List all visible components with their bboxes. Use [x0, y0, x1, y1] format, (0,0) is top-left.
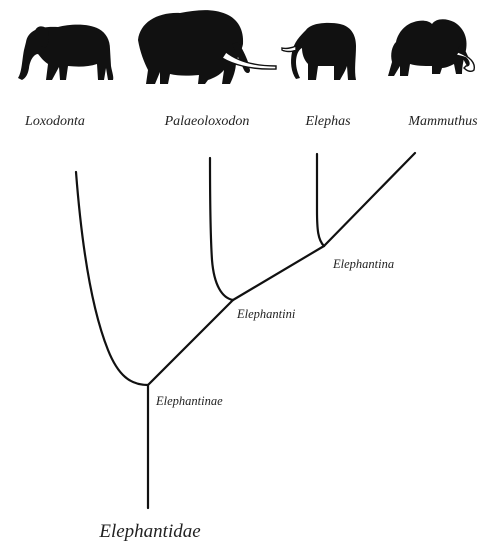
- tip-label-elephas: Elephas: [304, 114, 351, 129]
- branch-elephas: [317, 154, 324, 246]
- branch-elephantinae-to-elephantini: [148, 300, 233, 385]
- tip-label-palaeoloxodon: Palaeoloxodon: [164, 114, 250, 129]
- node-label-elephantinae: Elephantinae: [155, 394, 223, 408]
- african-elephant-icon: [18, 25, 113, 80]
- branch-palaeoloxodon: [210, 158, 233, 300]
- tip-label-loxodonta: Loxodonta: [24, 114, 85, 129]
- node-label-elephantina: Elephantina: [332, 257, 394, 271]
- asian-elephant-icon: [282, 23, 356, 80]
- tip-label-mammuthus: Mammuthus: [407, 114, 478, 129]
- branch-mammuthus: [324, 153, 415, 246]
- straight-tusked-elephant-icon: [138, 10, 276, 84]
- node-label-elephantini: Elephantini: [236, 307, 296, 321]
- mammoth-icon: [388, 19, 474, 76]
- branch-elephantini-to-elephantina: [233, 246, 324, 300]
- root-label-elephantidae: Elephantidae: [98, 521, 200, 542]
- branch-loxodonta: [76, 172, 148, 385]
